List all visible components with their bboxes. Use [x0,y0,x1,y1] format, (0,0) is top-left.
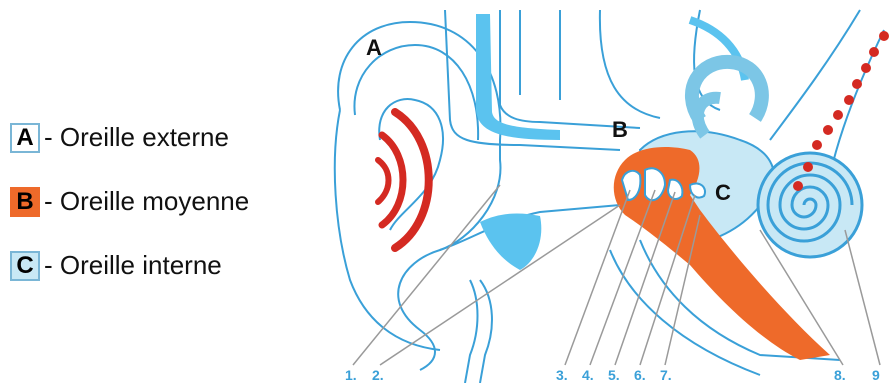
number-label-7: 7. [660,367,672,383]
number-label-5: 5. [608,367,620,383]
nerve-dot [803,162,813,172]
number-label-8: 8. [834,367,846,383]
nerve-dot [793,181,803,191]
canal-bone-lower [480,214,541,270]
region-label-c: C [715,180,731,205]
incus [668,180,682,199]
sound-waves [378,112,429,248]
region-label-b: B [612,117,628,142]
nerve-dot [823,125,833,135]
number-label-2: 2. [372,367,384,383]
number-label-6: 6. [634,367,646,383]
nerve-dot [869,47,879,57]
sound-wave-2 [382,135,403,225]
canal-bone-upper [476,14,560,140]
nerve-dot [844,95,854,105]
nerve-dot [852,79,862,89]
sound-wave-1 [378,160,389,202]
number-label-3: 3. [556,367,568,383]
number-label-1: 1. [345,367,357,383]
number-label-4: 4. [582,367,594,383]
pointer-line-9 [845,230,880,365]
nerve-dot [812,140,822,150]
nerve-dot [879,31,889,41]
nerve-dot [861,63,871,73]
region-label-a: A [366,35,382,60]
semicircular-canal-2 [698,98,720,135]
number-label-9: 9 [872,367,880,383]
pointer-line-3 [565,190,630,365]
nerve-dot [833,110,843,120]
